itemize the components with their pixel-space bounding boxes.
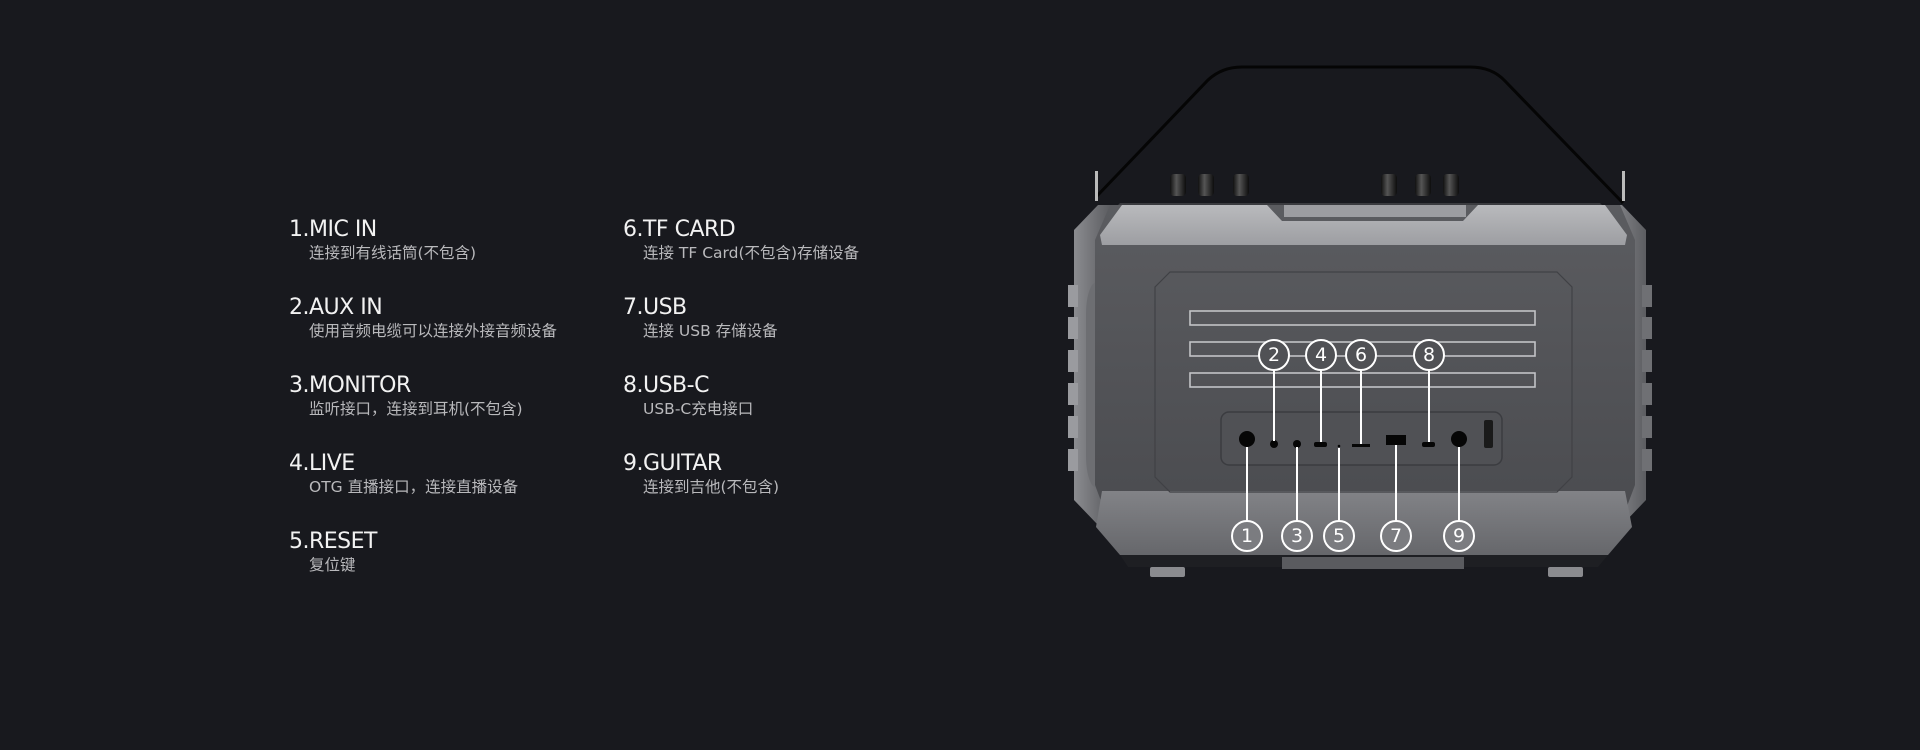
port-item-monitor: 3.MONITOR 监听接口，连接到耳机(不包含) [289, 372, 557, 450]
port-description: 连接 TF Card(不包含)存储设备 [643, 244, 860, 262]
callout-label-7: 7 [1390, 525, 1402, 547]
port-description: 连接 USB 存储设备 [643, 322, 778, 340]
speaker-illustration: 2 4 6 8 1 3 5 7 9 [1068, 65, 1652, 577]
port-usb-c [1422, 442, 1435, 447]
port-description: OTG 直播接口，连接直播设备 [309, 478, 519, 496]
bottom-trim [1096, 491, 1632, 555]
knobs [1170, 174, 1459, 196]
port-title: 9.GUITAR [623, 451, 722, 476]
port-description: USB-C充电接口 [643, 400, 754, 418]
port-item-reset: 5.RESET 复位键 [289, 528, 557, 606]
callout-circle-5 [1323, 520, 1355, 552]
port-reset [1337, 444, 1341, 448]
port-aux-in [1270, 440, 1278, 448]
port-item-aux-in: 2.AUX IN 使用音频电缆可以连接外接音频设备 [289, 294, 557, 372]
port-usb [1386, 435, 1406, 445]
port-monitor [1293, 440, 1301, 448]
callout-label-2: 2 [1268, 344, 1280, 366]
handle-strap [1094, 65, 1625, 205]
port-title: 7.USB [623, 295, 687, 320]
port-title: 3.MONITOR [289, 373, 411, 398]
strap-pin-left [1095, 171, 1098, 201]
port-live [1314, 442, 1327, 447]
callout-label-1: 1 [1241, 525, 1253, 547]
port-title: 8.USB-C [623, 373, 709, 398]
callout-circle-6 [1345, 339, 1377, 371]
port-description: 使用音频电缆可以连接外接音频设备 [309, 322, 558, 340]
port-guitar [1451, 431, 1467, 447]
callout-circle-7 [1380, 520, 1412, 552]
callout-label-8: 8 [1423, 344, 1435, 366]
port-description: 监听接口，连接到耳机(不包含) [309, 400, 523, 418]
callout-circle-9 [1443, 520, 1475, 552]
callout-label-9: 9 [1453, 525, 1465, 547]
callout-label-5: 5 [1333, 525, 1345, 547]
port-description: 连接到有线话筒(不包含) [309, 244, 477, 262]
callout-circle-8 [1413, 339, 1445, 371]
callout-circles [1231, 339, 1475, 552]
speaker-image: 2 4 6 8 1 3 5 7 9 [1060, 55, 1680, 600]
port-item-mic-in: 1.MIC IN 连接到有线话筒(不包含) [289, 216, 557, 294]
port-tf-card [1352, 444, 1370, 447]
inner-panel [1154, 271, 1573, 493]
strap-pin-right [1622, 171, 1625, 201]
port-item-guitar: 9.GUITAR 连接到吉他(不包含) [623, 450, 859, 528]
port-description: 复位键 [309, 556, 356, 574]
foot-left [1150, 567, 1185, 577]
port-title: 4.LIVE [289, 451, 355, 476]
callout-labels: 2 4 6 8 1 3 5 7 9 [1241, 344, 1465, 547]
port-item-usb: 7.USB 连接 USB 存储设备 [623, 294, 859, 372]
port-item-tf-card: 6.TF CARD 连接 TF Card(不包含)存储设备 [623, 216, 859, 294]
ports [1239, 420, 1493, 448]
port-list-left: 1.MIC IN 连接到有线话筒(不包含) 2.AUX IN 使用音频电缆可以连… [289, 216, 557, 606]
callout-circle-4 [1305, 339, 1337, 371]
callout-circle-2 [1258, 339, 1290, 371]
port-title: 5.RESET [289, 529, 377, 554]
port-mic-in [1239, 431, 1255, 447]
port-list-right: 6.TF CARD 连接 TF Card(不包含)存储设备 7.USB 连接 U… [623, 216, 859, 528]
power-switch [1484, 420, 1493, 448]
callout-label-4: 4 [1315, 344, 1327, 366]
callout-circle-3 [1281, 520, 1313, 552]
callout-label-3: 3 [1291, 525, 1303, 547]
port-title: 6.TF CARD [623, 217, 736, 242]
port-description: 连接到吉他(不包含) [643, 478, 780, 496]
port-item-live: 4.LIVE OTG 直播接口，连接直播设备 [289, 450, 557, 528]
callout-circle-1 [1231, 520, 1263, 552]
callout-label-6: 6 [1355, 344, 1367, 366]
top-trim [1100, 205, 1627, 245]
port-title: 1.MIC IN [289, 217, 377, 242]
port-item-usb-c: 8.USB-C USB-C充电接口 [623, 372, 859, 450]
callouts [1246, 362, 1460, 521]
foot-right [1548, 567, 1583, 577]
port-title: 2.AUX IN [289, 295, 383, 320]
